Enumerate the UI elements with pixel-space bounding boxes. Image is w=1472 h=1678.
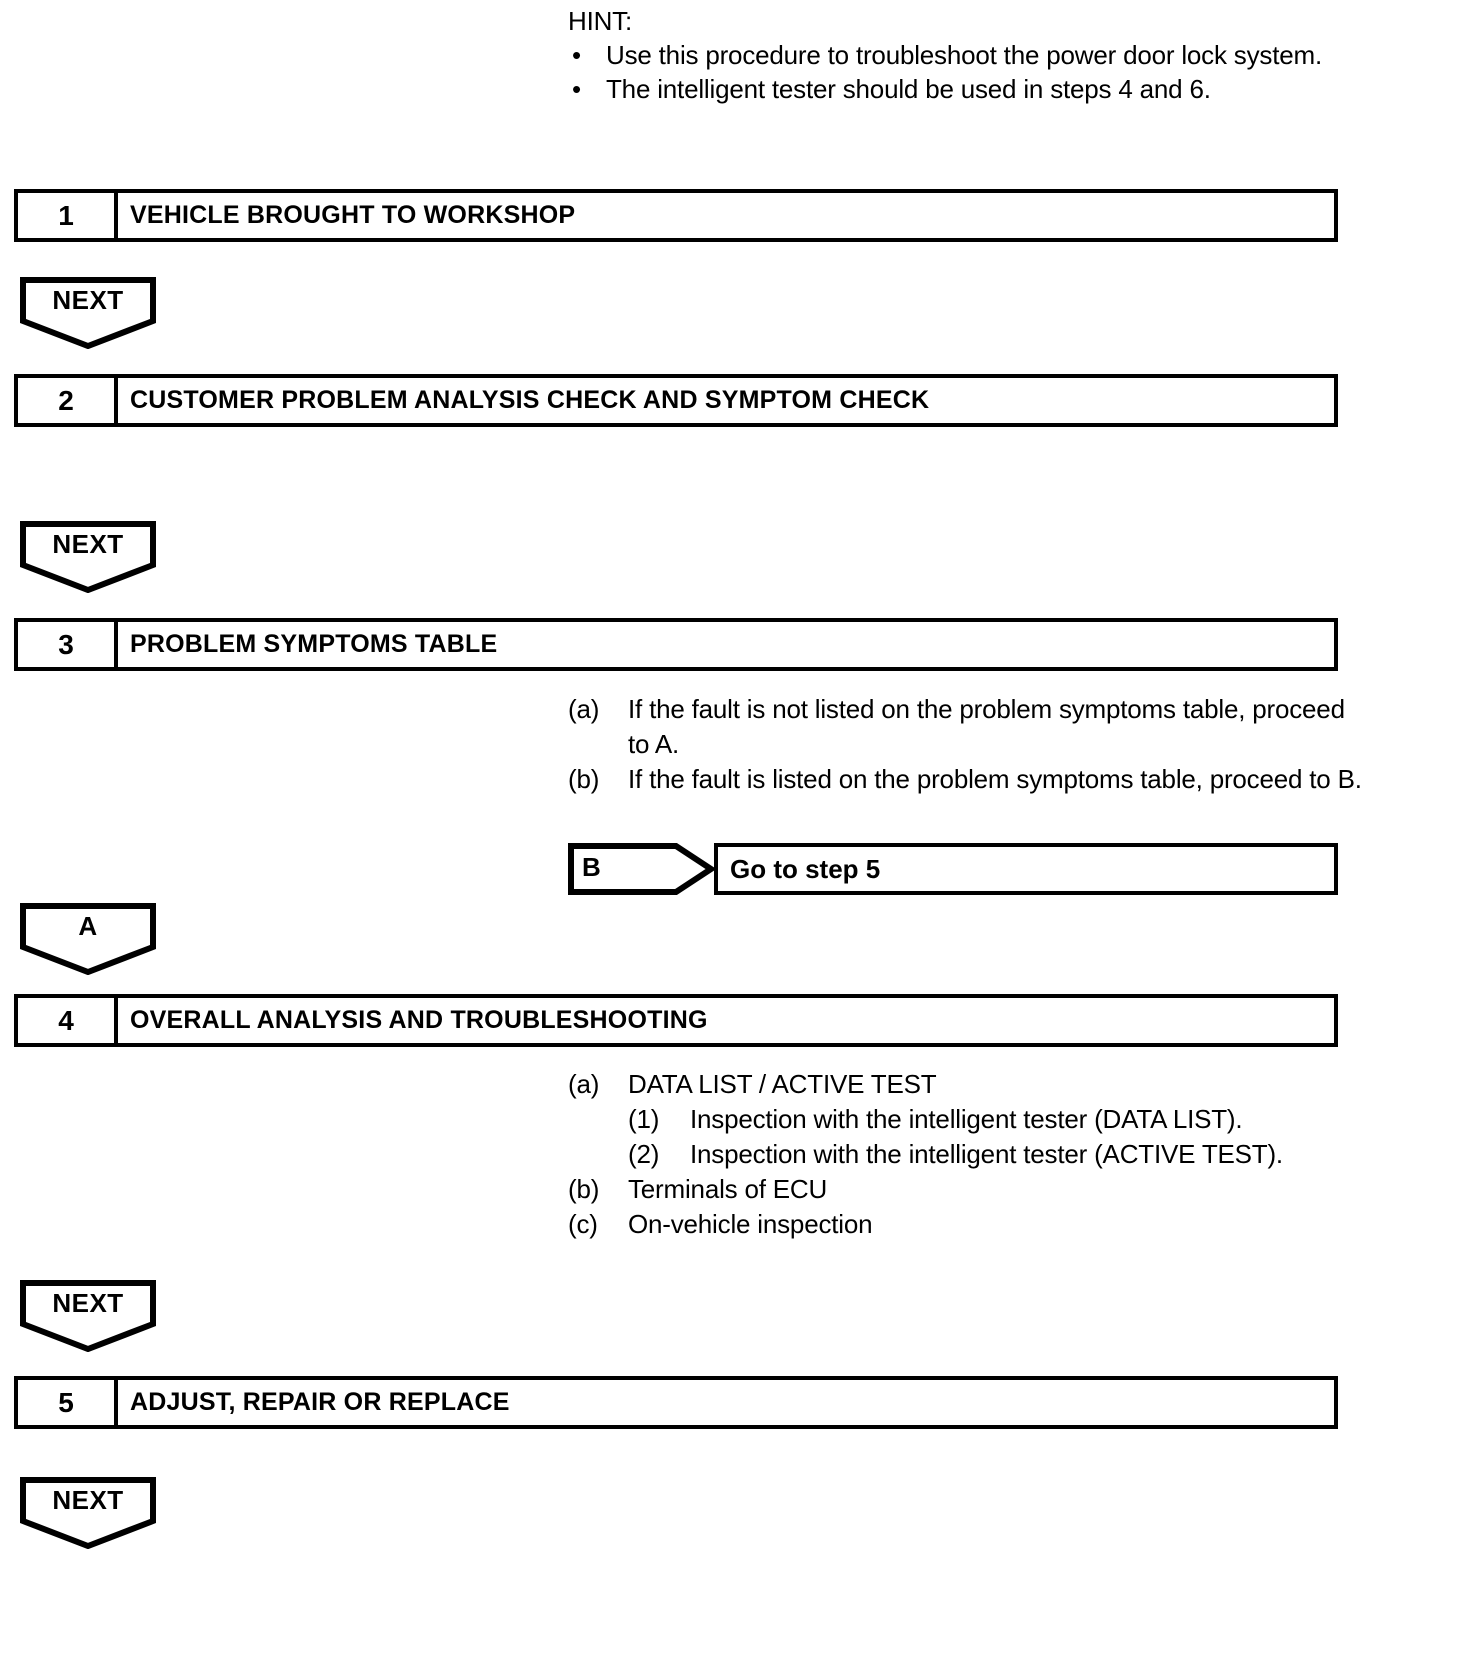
step-number: 2 (18, 378, 118, 423)
list-item-text: Inspection with the intelligent tester (… (690, 1104, 1243, 1134)
step-number: 4 (18, 998, 118, 1043)
step4-note-a: (a) DATA LIST / ACTIVE TEST (568, 1067, 1368, 1102)
step-title: ADJUST, REPAIR OR REPLACE (130, 1388, 510, 1416)
list-item-text: Terminals of ECU (628, 1174, 828, 1204)
next-connector-label: NEXT (52, 1288, 124, 1318)
list-marker: (b) (568, 1174, 600, 1204)
step-box-3: 3 PROBLEM SYMPTOMS TABLE (14, 618, 1338, 671)
list-item-text: On-vehicle inspection (628, 1209, 873, 1239)
step-title: OVERALL ANALYSIS AND TROUBLESHOOTING (130, 1006, 708, 1034)
list-marker: (1) (628, 1104, 660, 1134)
step3-note-a: (a) If the fault is not listed on the pr… (568, 692, 1368, 762)
hint-list-item: • Use this procedure to troubleshoot the… (568, 38, 1358, 72)
hint-label: HINT: (568, 6, 633, 36)
next-connector-label: NEXT (52, 285, 124, 315)
step-box-1: 1 VEHICLE BROUGHT TO WORKSHOP (14, 189, 1338, 242)
list-marker: (a) (568, 694, 600, 724)
next-connector-4: NEXT (20, 1477, 156, 1549)
next-connector-2: NEXT (20, 521, 156, 593)
hint-block: HINT: • Use this procedure to troublesho… (568, 4, 1358, 106)
next-connector-label: NEXT (52, 529, 124, 559)
list-marker: (2) (628, 1139, 660, 1169)
step-number: 5 (18, 1380, 118, 1425)
step-number: 3 (18, 622, 118, 667)
bullet-icon: • (572, 74, 581, 104)
step4-note-a-2: (2) Inspection with the intelligent test… (568, 1137, 1368, 1172)
step-title: CUSTOMER PROBLEM ANALYSIS CHECK AND SYMP… (130, 386, 930, 414)
step4-note-c: (c) On-vehicle inspection (568, 1207, 1368, 1242)
list-item-text: If the fault is listed on the problem sy… (628, 764, 1362, 794)
branch-arrow-b: B (568, 843, 714, 895)
branch-label: B (582, 852, 601, 882)
list-marker: (c) (568, 1209, 598, 1239)
step4-note-b: (b) Terminals of ECU (568, 1172, 1368, 1207)
step3-note-b: (b) If the fault is listed on the proble… (568, 762, 1368, 797)
branch-row-b: B Go to step 5 (568, 843, 1338, 895)
hint-list: • Use this procedure to troubleshoot the… (568, 38, 1358, 106)
step-number: 1 (18, 193, 118, 238)
branch-target-box: Go to step 5 (714, 843, 1338, 895)
list-item-text: If the fault is not listed on the proble… (628, 694, 1345, 759)
next-connector-label: NEXT (52, 1485, 124, 1515)
hint-item-text: The intelligent tester should be used in… (606, 74, 1211, 104)
list-marker: (a) (568, 1069, 600, 1099)
bullet-icon: • (572, 40, 581, 70)
a-connector-label: A (78, 911, 98, 941)
next-connector-3: NEXT (20, 1280, 156, 1352)
step4-note-a-1: (1) Inspection with the intelligent test… (568, 1102, 1368, 1137)
step-box-5: 5 ADJUST, REPAIR OR REPLACE (14, 1376, 1338, 1429)
step3-notes-list: (a) If the fault is not listed on the pr… (568, 692, 1368, 797)
a-connector: A (20, 903, 156, 975)
hint-item-text: Use this procedure to troubleshoot the p… (606, 40, 1322, 70)
step-title: VEHICLE BROUGHT TO WORKSHOP (130, 201, 576, 229)
step4-notes-list: (a) DATA LIST / ACTIVE TEST (1) Inspecti… (568, 1067, 1368, 1242)
next-connector-1: NEXT (20, 277, 156, 349)
list-marker: (b) (568, 764, 600, 794)
list-item-text: DATA LIST / ACTIVE TEST (628, 1069, 937, 1099)
step-box-4: 4 OVERALL ANALYSIS AND TROUBLESHOOTING (14, 994, 1338, 1047)
hint-list-item: • The intelligent tester should be used … (568, 72, 1358, 106)
list-item-text: Inspection with the intelligent tester (… (690, 1139, 1283, 1169)
step-box-2: 2 CUSTOMER PROBLEM ANALYSIS CHECK AND SY… (14, 374, 1338, 427)
step-title: PROBLEM SYMPTOMS TABLE (130, 630, 498, 658)
